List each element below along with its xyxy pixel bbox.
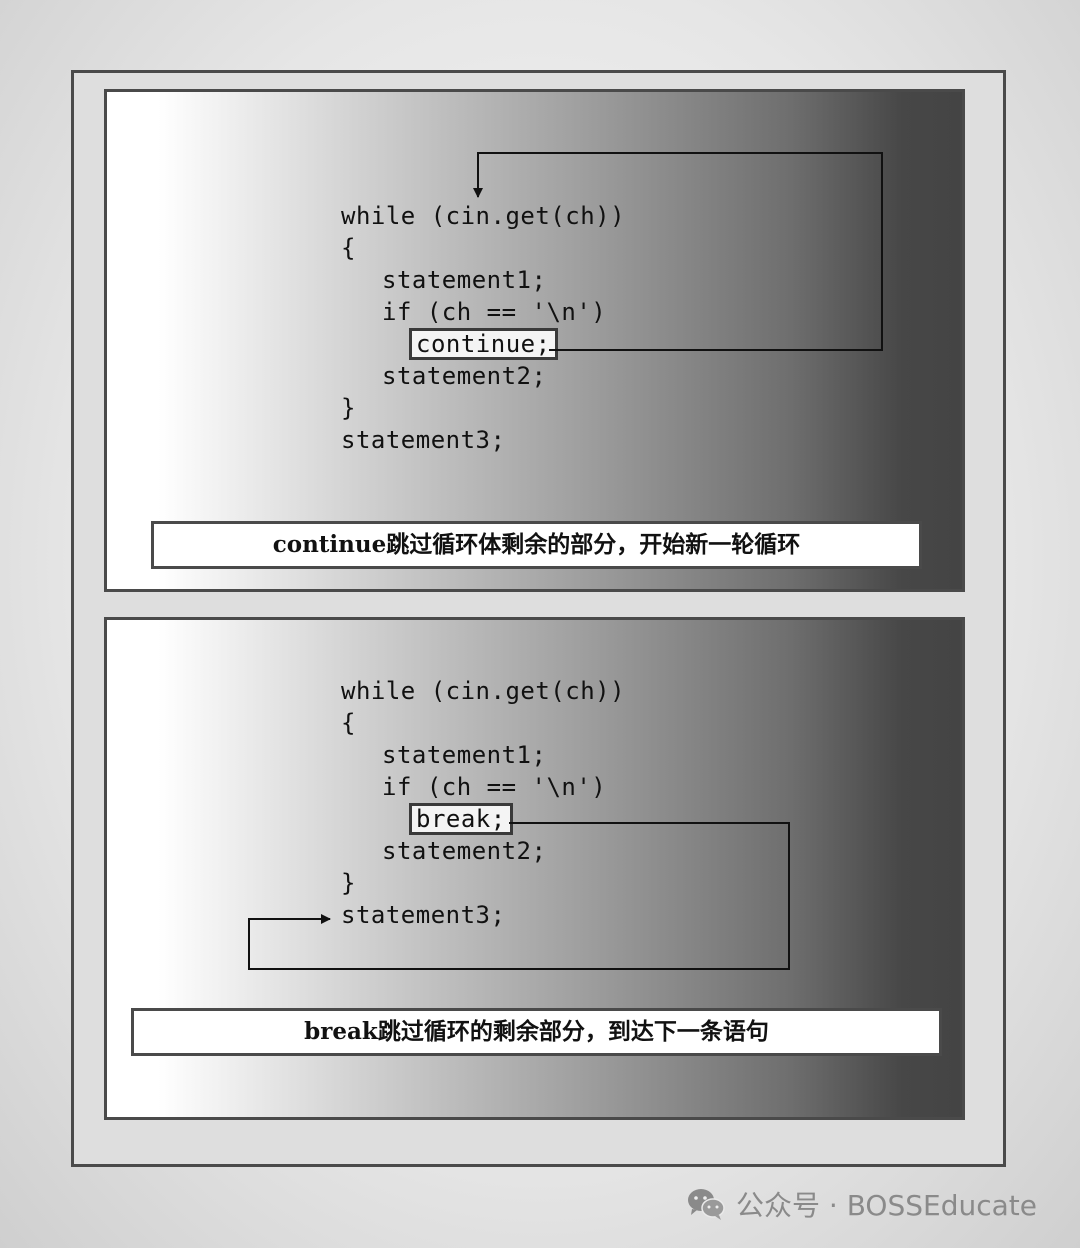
continue-caption: continue跳过循环体剩余的部分，开始新一轮循环 (151, 521, 922, 569)
code-line: statement1; (382, 741, 547, 769)
code-line: statement1; (382, 266, 547, 294)
continue-keyword-box: continue; (409, 328, 558, 360)
code-line: } (341, 869, 356, 897)
break-code-block: while (cin.get(ch)) { statement1; if (ch ==… (341, 675, 625, 931)
continue-loop-arrow (473, 152, 883, 351)
code-line: statement2; (382, 837, 547, 865)
code-line: { (341, 234, 356, 262)
code-line: if (ch == '\n') (382, 773, 607, 801)
code-line: } (341, 394, 356, 422)
break-caption: break跳过循环的剩余部分，到达下一条语句 (131, 1008, 942, 1056)
code-line: while (cin.get(ch)) (341, 202, 626, 230)
break-keyword-box: break; (409, 803, 513, 835)
code-line-highlighted: continue; (341, 328, 625, 360)
watermark-text: 公众号 · BOSSEducate (736, 1189, 1037, 1222)
break-panel: while (cin.get(ch)) { statement1; if (ch ==… (104, 617, 965, 1120)
wechat-icon (688, 1189, 725, 1220)
code-line: statement3; (341, 901, 506, 929)
code-line: statement3; (341, 426, 506, 454)
code-line: if (ch == '\n') (382, 298, 607, 326)
break-exit-arrow (248, 822, 790, 970)
code-line: while (cin.get(ch)) (341, 677, 626, 705)
code-line-highlighted: break; (341, 803, 625, 835)
watermark: 公众号 · BOSSEducate (686, 1186, 1037, 1222)
continue-code-block: while (cin.get(ch)) { statement1; if (ch ==… (341, 200, 625, 456)
continue-panel: while (cin.get(ch)) { statement1; if (ch ==… (104, 89, 965, 592)
code-line: statement2; (382, 362, 547, 390)
code-line: { (341, 709, 356, 737)
